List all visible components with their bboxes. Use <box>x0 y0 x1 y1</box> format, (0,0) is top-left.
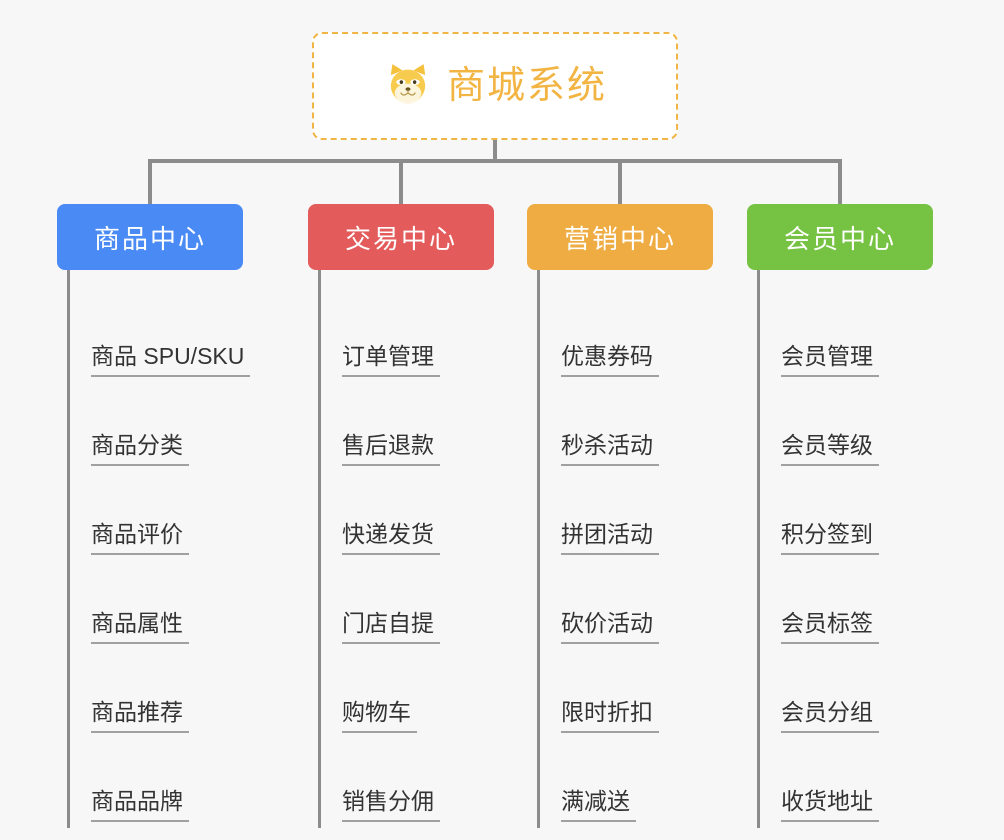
leaf-item[interactable]: 门店自提 <box>308 561 494 650</box>
root-title: 商城系统 <box>446 65 607 107</box>
leaf-label: 购物车 <box>342 699 417 733</box>
leaf-label: 售后退款 <box>342 432 440 466</box>
leaf-list-4: 会员管理 会员等级 积分签到 会员标签 会员分组 收货地址 <box>747 270 933 828</box>
connector-root-stem <box>493 140 497 162</box>
leaf-item[interactable]: 会员标签 <box>747 561 933 650</box>
leaf-item[interactable]: 秒杀活动 <box>527 383 713 472</box>
leaf-label: 快递发货 <box>342 521 440 555</box>
leaf-label: 商品 SPU/SKU <box>91 343 251 377</box>
leaf-label: 会员分组 <box>781 699 879 733</box>
leaf-item[interactable]: 会员管理 <box>747 294 933 383</box>
leaf-item[interactable]: 拼团活动 <box>527 472 713 561</box>
leaf-item[interactable]: 商品评价 <box>57 472 243 561</box>
leaf-label: 拼团活动 <box>561 521 659 555</box>
branch-column-2: 交易中心 订单管理 售后退款 快递发货 门店自提 购物车 销售分佣 <box>308 204 494 828</box>
leaf-spine-2 <box>318 270 321 828</box>
leaf-label: 会员标签 <box>781 610 879 644</box>
leaf-item[interactable]: 积分签到 <box>747 472 933 561</box>
leaf-spine-4 <box>757 270 760 828</box>
leaf-label: 收货地址 <box>781 788 879 822</box>
leaf-label: 销售分佣 <box>342 788 440 822</box>
leaf-item[interactable]: 快递发货 <box>308 472 494 561</box>
leaf-item[interactable]: 商品品牌 <box>57 739 243 828</box>
leaf-label: 门店自提 <box>342 610 440 644</box>
leaf-label: 商品属性 <box>91 610 189 644</box>
shiba-dog-icon <box>383 61 433 111</box>
leaf-label: 会员等级 <box>781 432 879 466</box>
leaf-label: 限时折扣 <box>561 699 659 733</box>
leaf-item[interactable]: 会员分组 <box>747 650 933 739</box>
leaf-item[interactable]: 订单管理 <box>308 294 494 383</box>
leaf-item[interactable]: 收货地址 <box>747 739 933 828</box>
leaf-label: 商品分类 <box>91 432 189 466</box>
leaf-item[interactable]: 商品属性 <box>57 561 243 650</box>
branch-header-4[interactable]: 会员中心 <box>747 204 933 270</box>
leaf-item[interactable]: 优惠券码 <box>527 294 713 383</box>
connector-horizontal-bus <box>148 159 842 163</box>
leaf-item[interactable]: 购物车 <box>308 650 494 739</box>
leaf-spine-1 <box>67 270 70 828</box>
leaf-spine-3 <box>537 270 540 828</box>
leaf-label: 商品推荐 <box>91 699 189 733</box>
leaf-item[interactable]: 商品分类 <box>57 383 243 472</box>
leaf-item[interactable]: 会员等级 <box>747 383 933 472</box>
leaf-label: 会员管理 <box>781 343 879 377</box>
leaf-item[interactable]: 商品推荐 <box>57 650 243 739</box>
leaf-label: 砍价活动 <box>561 610 659 644</box>
leaf-item[interactable]: 限时折扣 <box>527 650 713 739</box>
leaf-item[interactable]: 商品 SPU/SKU <box>57 294 251 383</box>
leaf-item[interactable]: 销售分佣 <box>308 739 494 828</box>
connector-drop-2 <box>399 159 403 204</box>
leaf-label: 商品评价 <box>91 521 189 555</box>
connector-drop-1 <box>148 159 152 204</box>
leaf-item[interactable]: 售后退款 <box>308 383 494 472</box>
branch-column-1: 商品中心 商品 SPU/SKU 商品分类 商品评价 商品属性 商品推荐 商品品牌 <box>57 204 251 828</box>
connector-drop-3 <box>618 159 622 204</box>
leaf-label: 优惠券码 <box>561 343 659 377</box>
leaf-label: 满减送 <box>561 788 636 822</box>
leaf-list-2: 订单管理 售后退款 快递发货 门店自提 购物车 销售分佣 <box>308 270 494 828</box>
leaf-list-1: 商品 SPU/SKU 商品分类 商品评价 商品属性 商品推荐 商品品牌 <box>57 270 251 828</box>
leaf-label: 订单管理 <box>342 343 440 377</box>
leaf-list-3: 优惠券码 秒杀活动 拼团活动 砍价活动 限时折扣 满减送 <box>527 270 713 828</box>
root-node[interactable]: 商城系统 <box>312 32 678 140</box>
connector-drop-4 <box>838 159 842 204</box>
leaf-label: 商品品牌 <box>91 788 189 822</box>
branch-column-4: 会员中心 会员管理 会员等级 积分签到 会员标签 会员分组 收货地址 <box>747 204 933 828</box>
branch-column-3: 营销中心 优惠券码 秒杀活动 拼团活动 砍价活动 限时折扣 满减送 <box>527 204 713 828</box>
leaf-item[interactable]: 砍价活动 <box>527 561 713 650</box>
branch-header-3[interactable]: 营销中心 <box>527 204 713 270</box>
branch-header-1[interactable]: 商品中心 <box>57 204 243 270</box>
leaf-label: 积分签到 <box>781 521 879 555</box>
leaf-item[interactable]: 满减送 <box>527 739 713 828</box>
branch-header-2[interactable]: 交易中心 <box>308 204 494 270</box>
leaf-label: 秒杀活动 <box>561 432 659 466</box>
